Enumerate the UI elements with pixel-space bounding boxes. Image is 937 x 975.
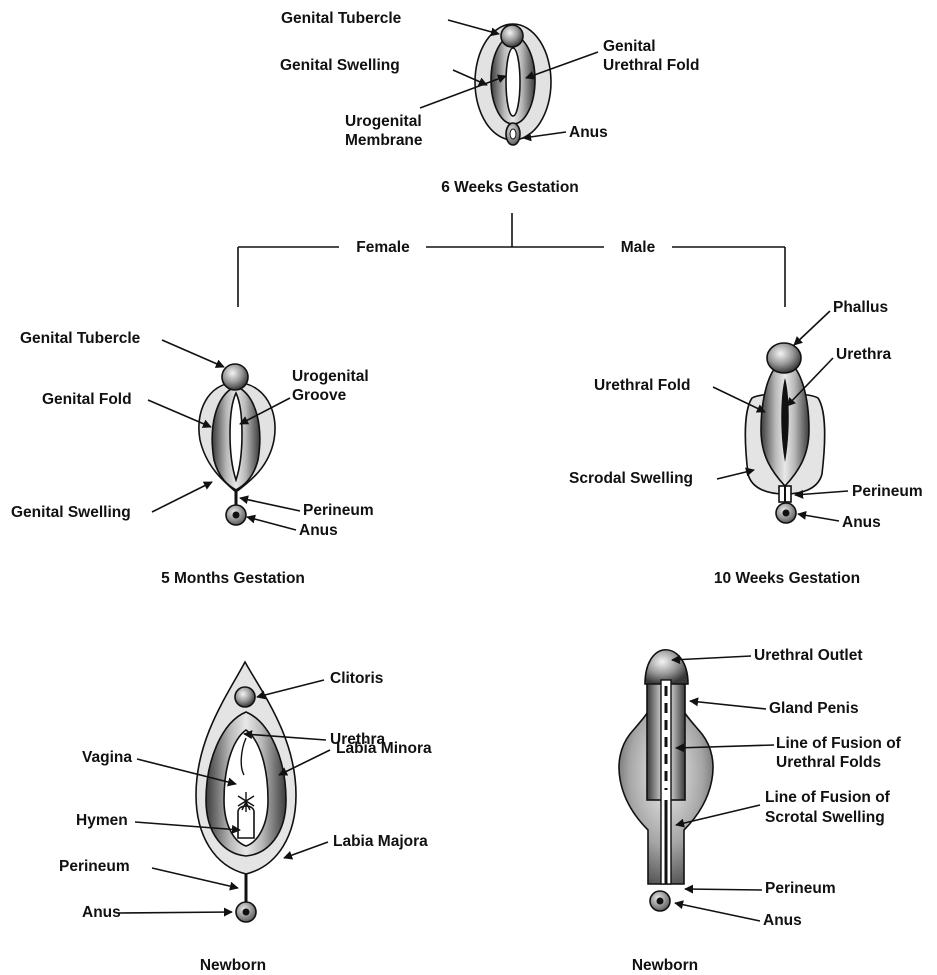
phallus-shape (767, 343, 801, 373)
label-urogenital-groove-1: Urogenital (292, 368, 369, 385)
caption-newborn-male: Newborn (632, 957, 698, 974)
label-labia-minora: Labia Minora (336, 740, 432, 757)
caption-ten-weeks: 10 Weeks Gestation (714, 570, 860, 587)
label-scrodal-swelling: Scrodal Swelling (569, 470, 693, 487)
label-vagina: Vagina (82, 749, 132, 766)
caption-newborn-female: Newborn (200, 957, 266, 974)
label-fusion-swelling-1: Line of Fusion of (765, 789, 891, 806)
label-phallus: Phallus (833, 299, 888, 316)
label-clitoris: Clitoris (330, 670, 383, 687)
label-anus-female: Anus (299, 522, 338, 539)
label-urethral-outlet: Urethral Outlet (754, 647, 863, 664)
genital-tubercle-shape (222, 364, 248, 390)
label-anus-male: Anus (842, 514, 881, 531)
label-genital-tubercle-top: Genital Tubercle (281, 10, 402, 27)
ten-weeks-figure (745, 343, 824, 523)
label-fusion-swelling-2: Scrotal Swelling (765, 809, 885, 826)
label-anus-top: Anus (569, 124, 608, 141)
label-genital-swelling-female: Genital Swelling (11, 504, 131, 521)
label-perineum-female: Perineum (303, 502, 374, 519)
label-anus-newborn-female: Anus (82, 904, 121, 921)
label-urethral-fold: Urethral Fold (594, 377, 690, 394)
branch-tree (238, 213, 785, 307)
label-urogenital-membrane-2: Membrane (345, 132, 423, 149)
label-perineum-newborn-male: Perineum (765, 880, 836, 897)
label-anus-newborn-male: Anus (763, 912, 802, 929)
label-urethra-male: Urethra (836, 346, 892, 363)
caption-five-months: 5 Months Gestation (161, 570, 305, 587)
label-perineum-newborn-female: Perineum (59, 858, 130, 875)
branch-male-label: Male (621, 239, 656, 256)
caption-six-weeks: 6 Weeks Gestation (441, 179, 579, 196)
label-genital-fold: Genital Fold (42, 391, 132, 408)
label-genital-swelling-top: Genital Swelling (280, 57, 400, 74)
newborn-female-figure (196, 662, 296, 922)
label-genital-urethral-fold-2: Urethral Fold (603, 57, 699, 74)
label-hymen: Hymen (76, 812, 128, 829)
branch-female-label: Female (356, 239, 410, 256)
label-genital-tubercle-female: Genital Tubercle (20, 330, 141, 347)
five-months-figure (199, 364, 275, 525)
urogenital-membrane-shape (506, 48, 520, 116)
label-gland-penis: Gland Penis (769, 700, 859, 717)
glans-penis-shape (645, 650, 688, 684)
newborn-male-figure (619, 650, 713, 911)
label-fusion-folds-1: Line of Fusion of (776, 735, 902, 752)
label-labia-majora: Labia Majora (333, 833, 428, 850)
genital-tubercle-shape (501, 25, 523, 47)
label-fusion-folds-2: Urethral Folds (776, 754, 881, 771)
label-urogenital-membrane-1: Urogenital (345, 113, 422, 130)
label-perineum-male: Perineum (852, 483, 923, 500)
label-urogenital-groove-2: Groove (292, 387, 347, 404)
clitoris-shape (235, 687, 255, 707)
label-genital-urethral-fold-1: Genital (603, 38, 656, 55)
